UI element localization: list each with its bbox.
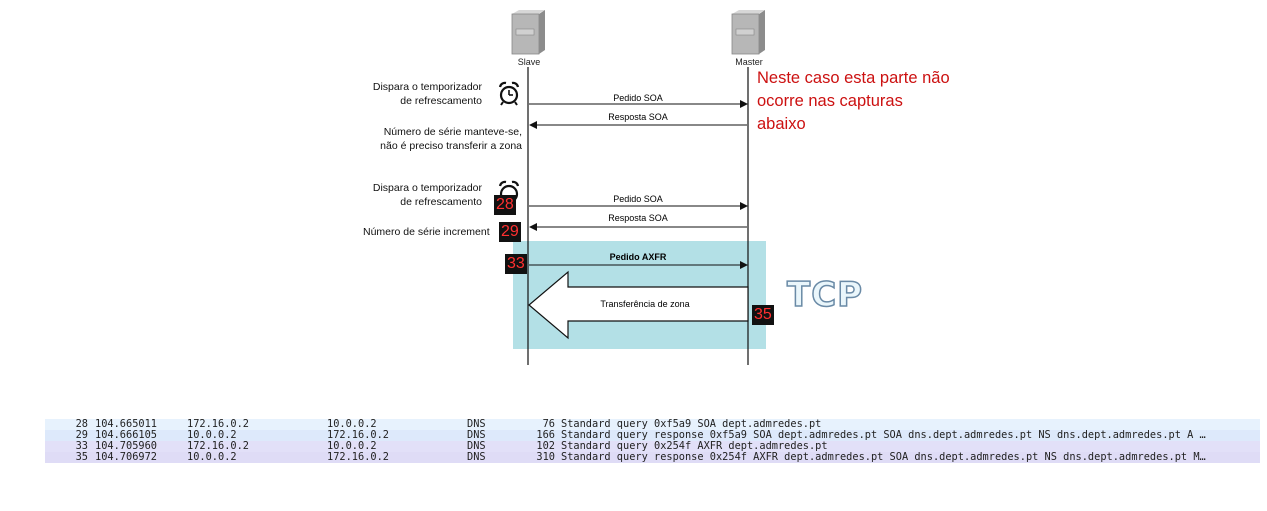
packet-destination: 10.0.0.2 bbox=[327, 441, 377, 452]
msg-zone-transfer: Transferência de zona bbox=[600, 299, 690, 309]
packet-length: 76 bbox=[542, 419, 555, 430]
packet-protocol: DNS bbox=[467, 419, 486, 430]
packet-info: Standard query 0x254f AXFR dept.admredes… bbox=[561, 441, 828, 452]
packet-source: 10.0.0.2 bbox=[187, 430, 237, 441]
server-icon bbox=[511, 10, 545, 55]
master-label: Master bbox=[735, 57, 763, 67]
packet-number: 28 bbox=[75, 419, 88, 430]
sequence-diagram bbox=[498, 10, 766, 365]
serial-incremented-label: Número de série increment bbox=[363, 226, 490, 238]
packet-info: Standard query 0xf5a9 SOA dept.admredes.… bbox=[561, 419, 822, 430]
msg-axfr-request: Pedido AXFR bbox=[609, 252, 667, 262]
tcp-label: TCP bbox=[786, 274, 864, 316]
server-icon bbox=[731, 10, 765, 55]
packet-number: 33 bbox=[75, 441, 88, 452]
packet-destination: 172.16.0.2 bbox=[327, 430, 389, 441]
msg-soa-response-1: Resposta SOA bbox=[608, 112, 668, 122]
packet-info: Standard query response 0x254f AXFR dept… bbox=[561, 452, 1206, 463]
alarm-clock-icon bbox=[498, 81, 520, 106]
msg-soa-request-1: Pedido SOA bbox=[613, 93, 663, 103]
timer-label-2: Dispara o temporizador de refrescamento bbox=[372, 182, 482, 208]
zone-transfer-arrow bbox=[528, 270, 749, 340]
packet-destination: 10.0.0.2 bbox=[327, 419, 377, 430]
table-row[interactable]: 28 104.665011 172.16.0.2 10.0.0.2 DNS 76… bbox=[45, 419, 1260, 430]
table-row[interactable]: 33 104.705960 172.16.0.2 10.0.0.2 DNS 10… bbox=[45, 441, 1260, 452]
packet-time: 104.666105 bbox=[95, 430, 157, 441]
annotation-note: Neste caso esta parte não ocorre nas cap… bbox=[757, 69, 950, 133]
msg-soa-request-2: Pedido SOA bbox=[613, 194, 663, 204]
timer-label-1: Dispara o temporizador de refrescamento bbox=[372, 81, 482, 107]
packet-time: 104.706972 bbox=[95, 452, 157, 463]
packet-length: 310 bbox=[536, 452, 555, 463]
msg-soa-response-2: Resposta SOA bbox=[608, 213, 668, 223]
packet-protocol: DNS bbox=[467, 441, 486, 452]
packet-destination: 172.16.0.2 bbox=[327, 452, 389, 463]
packet-length: 166 bbox=[536, 430, 555, 441]
packet-number: 29 bbox=[75, 430, 88, 441]
packet-time: 104.665011 bbox=[95, 419, 157, 430]
packet-time: 104.705960 bbox=[95, 441, 157, 452]
table-row[interactable]: 35 104.706972 10.0.0.2 172.16.0.2 DNS 31… bbox=[45, 452, 1260, 463]
packet-source: 10.0.0.2 bbox=[187, 452, 237, 463]
serial-unchanged-label: Número de série manteve-se, não é precis… bbox=[380, 126, 522, 152]
badge-packet-33: 33 bbox=[505, 254, 527, 274]
badge-packet-28: 28 bbox=[494, 195, 516, 215]
packet-info: Standard query response 0xf5a9 SOA dept.… bbox=[561, 430, 1206, 441]
badge-packet-29: 29 bbox=[499, 222, 521, 242]
table-row[interactable]: 29 104.666105 10.0.0.2 172.16.0.2 DNS 16… bbox=[45, 430, 1260, 441]
packet-protocol: DNS bbox=[467, 452, 486, 463]
packet-source: 172.16.0.2 bbox=[187, 419, 249, 430]
packet-length: 102 bbox=[536, 441, 555, 452]
packet-number: 35 bbox=[75, 452, 88, 463]
packet-source: 172.16.0.2 bbox=[187, 441, 249, 452]
packet-protocol: DNS bbox=[467, 430, 486, 441]
packet-list: 28 104.665011 172.16.0.2 10.0.0.2 DNS 76… bbox=[45, 419, 1260, 463]
slave-label: Slave bbox=[517, 57, 541, 67]
badge-packet-35: 35 bbox=[752, 305, 774, 325]
